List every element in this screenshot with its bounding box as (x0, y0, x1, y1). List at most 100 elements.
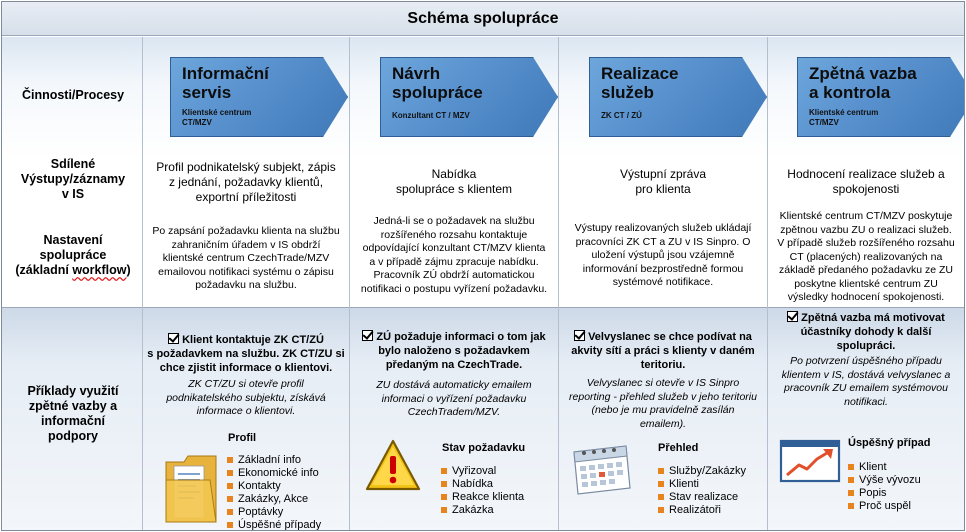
text-line: odpovídající konzultant CT/MZV klienta (362, 242, 546, 254)
growth-chart-icon (779, 439, 841, 483)
example-description: Velvyslanec si otevře v IS Sinpro report… (561, 377, 765, 431)
text-line: Nabídka (431, 167, 477, 181)
text-line: poskytne klientské centrum ZU (794, 277, 938, 290)
arrow-title-line: Realizace (601, 64, 679, 83)
checkbox-icon (787, 311, 799, 322)
arrow-subtitle: ZK CT / ZÚ (601, 111, 736, 121)
row-label-outputs: Sdílené Výstupy/záznamy v IS (4, 157, 142, 202)
text-line: ZU dostává automaticky emailem (376, 379, 532, 391)
text-part: Velvyslanec se chce podívat na (588, 331, 752, 343)
text-line: Výstupy realizovaných služeb ukládají (574, 222, 752, 234)
example-heading: ZÚ požaduje informaci o tom jak bylo nal… (352, 330, 556, 372)
list-item: Stav realizace (658, 491, 746, 504)
folder-icon (165, 455, 217, 523)
arrow-subtitle: Konzultant CT / MZV (392, 111, 527, 121)
list-item: Poptávky (227, 506, 321, 519)
column-divider (558, 37, 559, 530)
arrow-title-line: servis (182, 83, 232, 102)
text-line: Jedná-li se o požadavek na službu (373, 215, 535, 227)
text-line: Po zapsání požadavku klienta na službu (152, 225, 340, 237)
row-label-line: Příklady využití (27, 384, 119, 398)
checkbox-icon (574, 330, 586, 341)
text-line: teritoriu. (640, 359, 686, 371)
text-part: Klient kontaktuje ZK CT/ZÚ (182, 334, 324, 346)
text-line: z jednání, požadavky klientů, (168, 175, 324, 189)
text-line: výsledky hodnocení spokojenosti. (787, 291, 945, 303)
example-description: Po potvrzení úspěšného případu klientem … (769, 355, 963, 409)
list-item: Zakázky, Akce (227, 493, 321, 506)
arrow-title: Realizace služeb (601, 64, 751, 102)
text-line: bylo naloženo s požadavkem (378, 345, 530, 357)
text-line: Po potvrzení úspěšného případu (790, 355, 942, 367)
example-description: ZU dostává automaticky emailem informaci… (352, 379, 556, 420)
list-item: Reakce klienta (441, 491, 524, 504)
text-line: informování bezprostředně formou (582, 262, 744, 275)
text-line: pracovníci ZK CT a ZU v IS Sinpro. O (575, 235, 751, 248)
text-line: Hodnocení realizace služeb a (787, 167, 945, 181)
column-divider (142, 37, 143, 530)
list-item: Proč uspěl (848, 500, 921, 513)
text-line: zpětnou vazbu ZU o realizaci služeb. (780, 223, 952, 236)
checkbox-icon (362, 330, 374, 341)
list-item: Zakázka (441, 504, 524, 517)
text-line: exportní příležitosti (195, 190, 297, 204)
row-label-line: v IS (61, 187, 85, 201)
text-line: základě předaného požadavku ze ZU (779, 264, 953, 276)
output-text: Hodnocení realizace služeb a spokojenost… (769, 167, 963, 197)
example-heading: Velvyslanec se chce podívat na akvity sí… (561, 330, 765, 372)
row-label-text: Činnosti/Procesy (21, 88, 125, 102)
text-line: notifikaci. (844, 395, 888, 408)
row-label-line: Sdílené (50, 157, 96, 171)
list-item: Vyřizoval (441, 465, 524, 478)
row-label-part: (základní (15, 263, 73, 277)
text-line: spolupráci. (836, 340, 896, 352)
row-label-processes: Činnosti/Procesy (4, 88, 142, 103)
text-line: Velvyslanec se chce podívat na (561, 330, 765, 344)
text-line: Profil podnikatelský subjekt, zápis (156, 160, 336, 174)
section-title: Úspěšný případ (848, 437, 931, 449)
arrow-title-line: spolupráce (392, 83, 483, 102)
section-list: Klient Výše vývozu Popis Proč uspěl (848, 461, 921, 513)
text-line: (nebo je mu pravidelně zasílán (591, 404, 735, 416)
list-item: Základní info (227, 454, 321, 467)
text-line: spolupráce s klientem (395, 182, 513, 196)
list-item: Klienti (658, 478, 746, 491)
checkbox-icon (168, 333, 180, 344)
text-line: akvity sítí a práci s klienty v daném (571, 345, 755, 357)
text-line: s požadavkem na službu. ZK CT/ZU si (147, 348, 345, 360)
text-line: notifikaci o postupu vyřízení požadavku. (360, 282, 548, 295)
arrow-title-line: Zpětná vazba (809, 64, 917, 83)
row-label-line: Nastavení (43, 233, 103, 247)
arrow-subtitle: Klientské centrum CT/MZV (182, 108, 317, 128)
list-item: Realizátoři (658, 504, 746, 517)
row-label-part: workflow (72, 263, 127, 277)
row-label-line: podpory (48, 429, 98, 443)
arrow-subtitle: Klientské centrum CT/MZV (809, 108, 944, 128)
process-arrow-navrh-spoluprace: Návrh spolupráce Konzultant CT / MZV (380, 57, 558, 137)
example-heading: Klient kontaktuje ZK CT/ZÚ s požadavkem … (145, 333, 347, 375)
text-line: podnikatelského subjektu, získává (166, 391, 326, 404)
text-line: Pracovník ZÚ obdrží automatickou (373, 269, 535, 281)
workflow-text: Po zapsání požadavku klienta na službu z… (145, 225, 347, 293)
text-line: Zpětná vazba má motivovat (769, 311, 963, 325)
text-line: spokojenosti (832, 182, 900, 196)
section-title: Profil (228, 432, 257, 444)
column-divider (767, 37, 768, 530)
output-text: Nabídka spolupráce s klientem (352, 167, 556, 197)
section-title: Přehled (658, 442, 699, 454)
list-item: Úspěšné případy (227, 519, 321, 530)
arrow-subtitle-line: ZK CT / ZÚ (601, 111, 642, 120)
workflow-text: Výstupy realizovaných služeb ukládají pr… (561, 222, 765, 290)
text-line: ZK CT/ZU si otevře profil (188, 378, 304, 390)
text-line: V případě služeb rozšířeného rozsahu (777, 237, 955, 249)
text-line: požadavku na službu. (195, 279, 297, 291)
text-line: ZÚ požaduje informaci o tom jak (352, 330, 556, 344)
text-line: Klientské centrum CT/MZV poskytuje (779, 210, 953, 222)
arrow-title: Zpětná vazba a kontrola (809, 64, 959, 102)
text-line: Výstupní zpráva (619, 167, 707, 181)
arrow-title: Informační servis (182, 64, 332, 102)
text-line: a v případě zájmu zpracuje nabídku. (369, 255, 539, 268)
section-list: Vyřizoval Nabídka Reakce klienta Zakázka (441, 465, 524, 517)
examples-band (2, 307, 964, 530)
